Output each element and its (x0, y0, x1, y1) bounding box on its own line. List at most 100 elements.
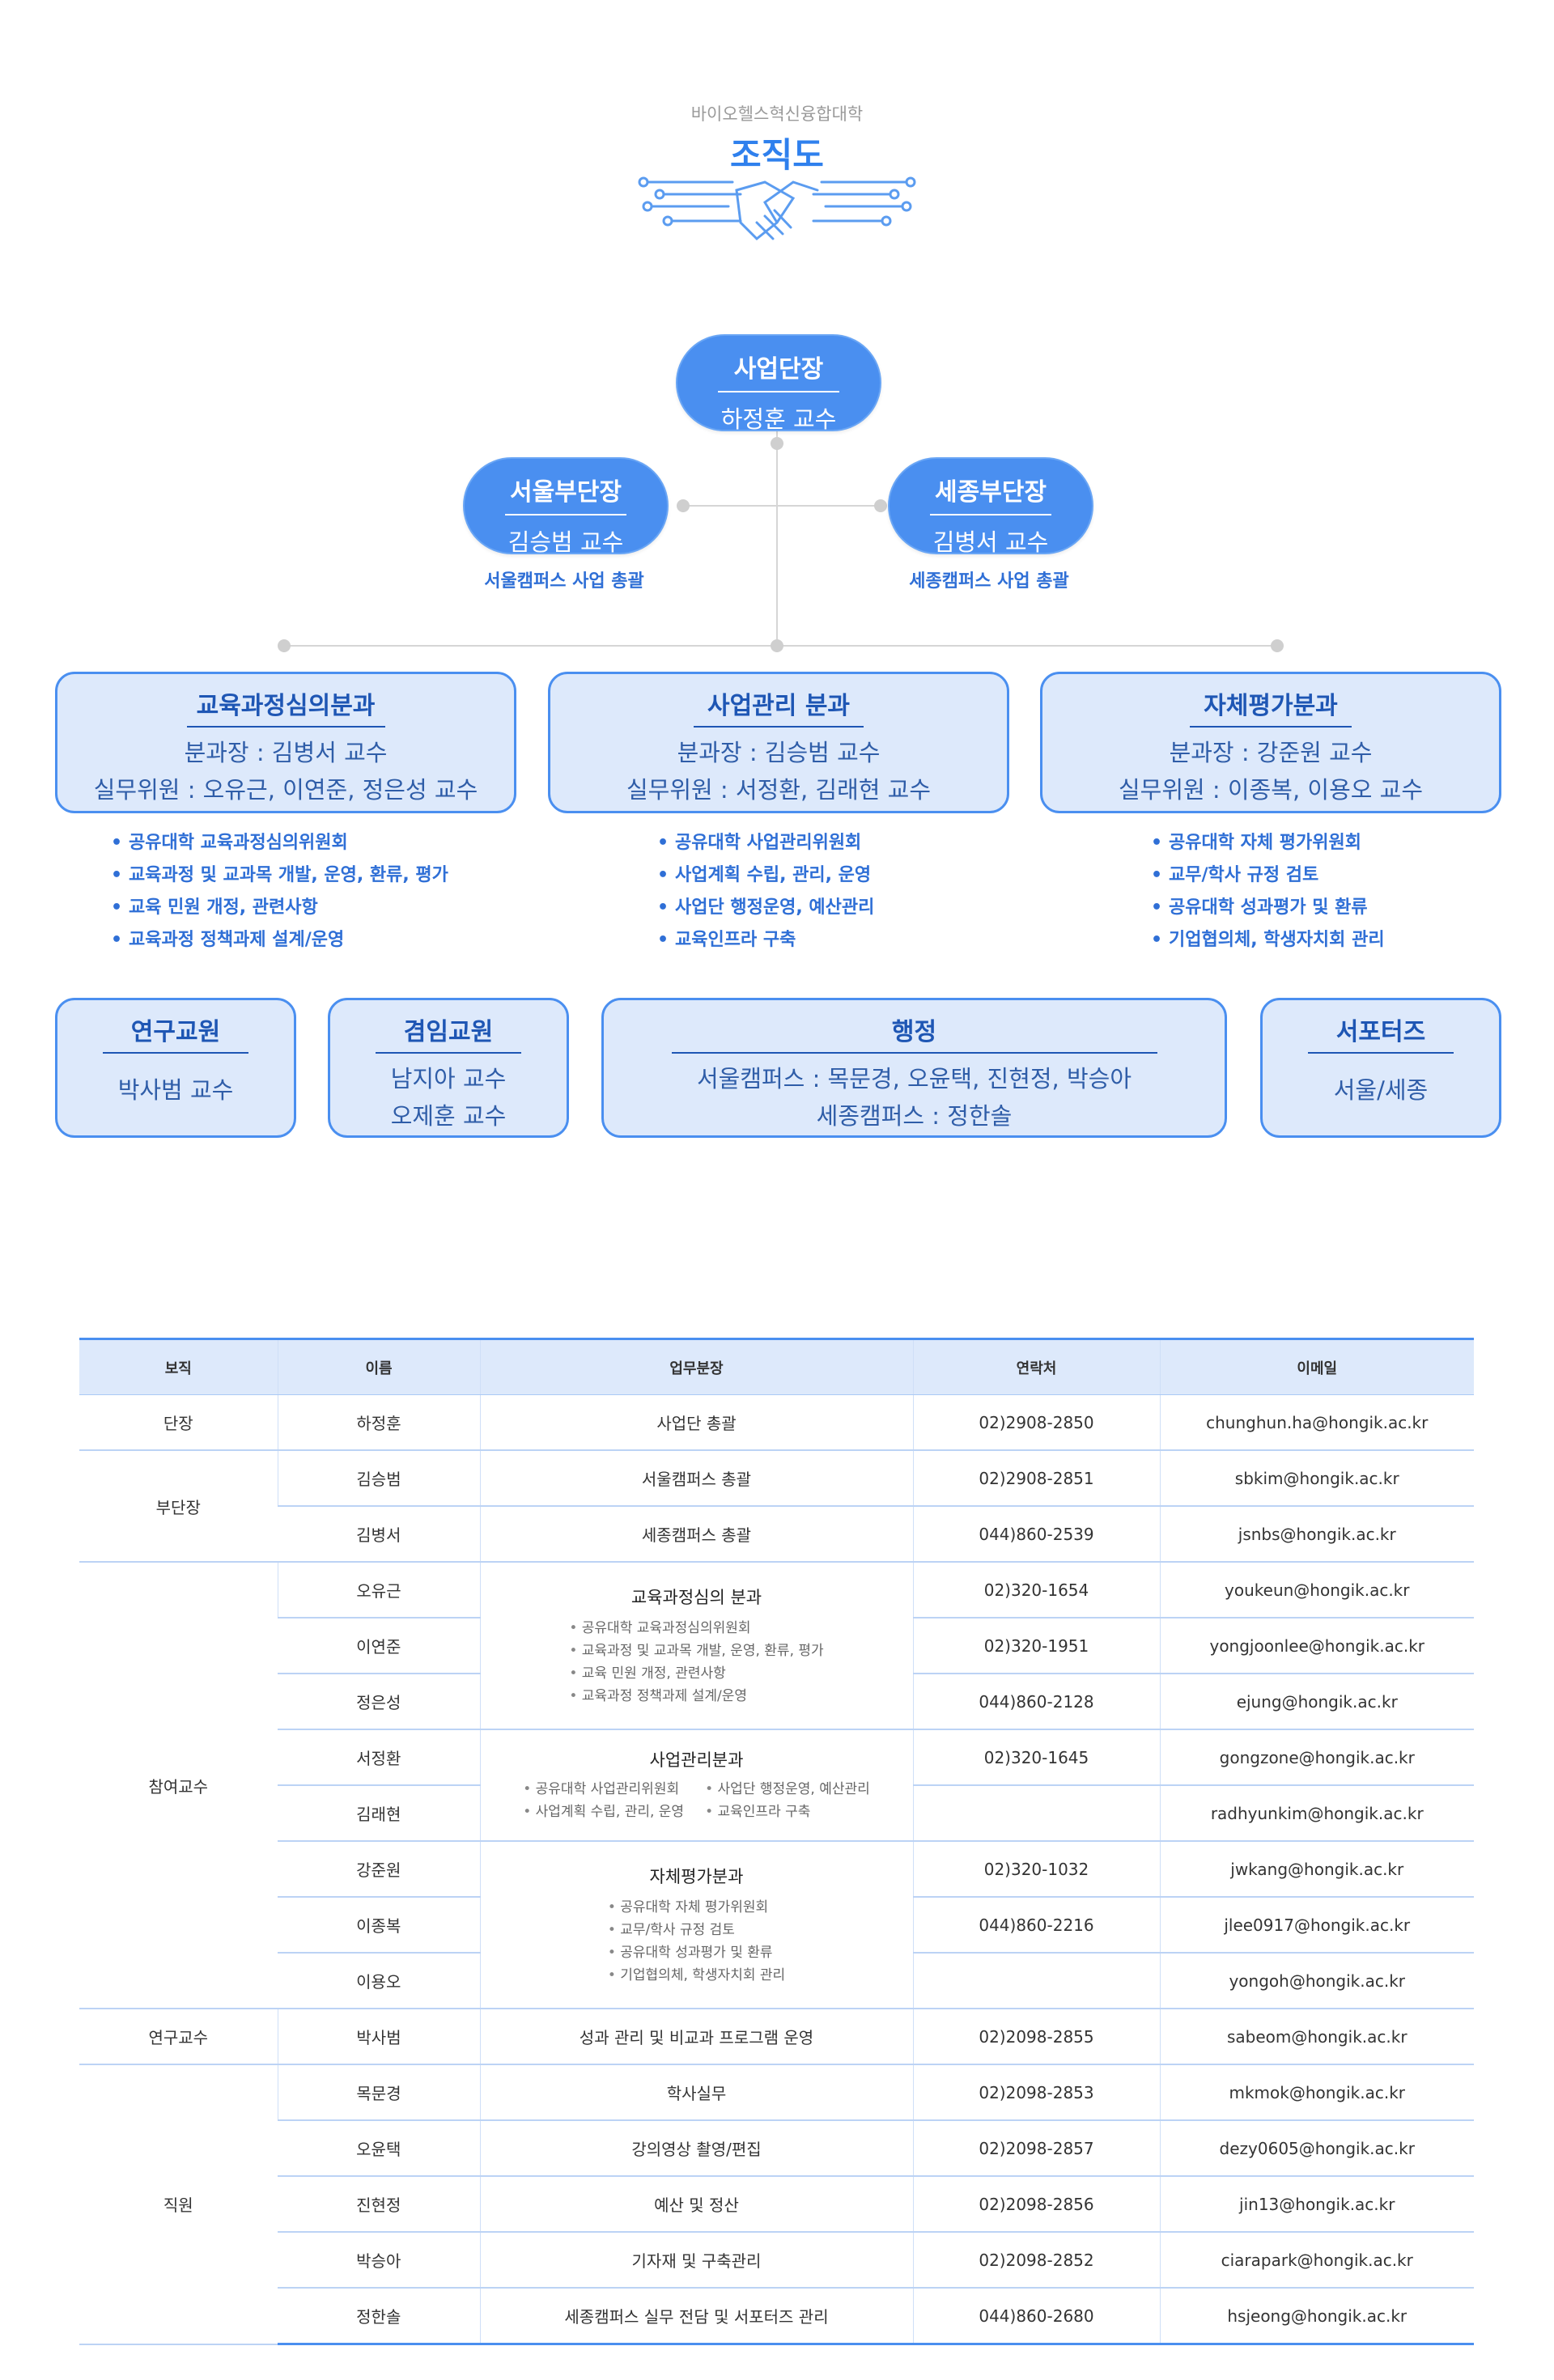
connector-vertical (776, 409, 778, 647)
column-header: 이름 (277, 1338, 480, 1395)
email-cell: jwkang@hongik.ac.kr (1159, 1841, 1474, 1898)
phone-cell: 02)2908-2850 (912, 1394, 1160, 1451)
division-tasks-curriculum: 공유대학 교육과정심의위원회 교육과정 및 교과목 개발, 운영, 환류, 평가… (111, 827, 448, 957)
divider (671, 1052, 1157, 1054)
email-cell: dezy0605@hongik.ac.kr (1159, 2120, 1474, 2177)
list-item: 공유대학 자체 평가위원회 (1151, 827, 1385, 859)
column-header: 연락처 (912, 1338, 1160, 1395)
name-cell: 목문경 (277, 2064, 480, 2121)
box-administration: 행정 서울캠퍼스 : 목문경, 오윤택, 진현정, 박승아 세종캠퍼스 : 정한… (601, 998, 1227, 1138)
name-cell: 이종복 (278, 1897, 480, 1954)
phone-cell: 02)2098-2857 (912, 2120, 1160, 2177)
email-cell: ejung@hongik.ac.kr (1159, 1674, 1474, 1730)
email-cell: sabeom@hongik.ac.kr (1159, 2009, 1474, 2065)
division-box-curriculum: 교육과정심의분과 분과장 : 김병서 교수 실무위원 : 오유근, 이연준, 정… (55, 672, 516, 813)
duty-cell: 기자재 및 구축관리 (479, 2232, 913, 2289)
table-row: 정은성 044)860-2128 ejung@hongik.ac.kr (79, 1674, 1474, 1730)
head-node: 사업단장 하정훈 교수 (676, 334, 881, 433)
email-cell: yongjoonlee@hongik.ac.kr (1159, 1618, 1474, 1674)
connector-dot (1271, 639, 1284, 652)
division-title: 자체평가분과 (1204, 692, 1338, 720)
duty-title: 사업관리분과 (649, 1750, 744, 1770)
role-cell: 부단장 (79, 1450, 278, 1563)
connector-dot (771, 639, 783, 652)
phone-cell: 02)2098-2852 (912, 2232, 1160, 2289)
phone-cell: 044)860-2128 (912, 1674, 1160, 1730)
deputy-seoul-desc: 서울캠퍼스 사업 총괄 (484, 571, 644, 592)
table-row: 단장 하정훈 사업단 총괄 02)2908-2850 chunghun.ha@h… (79, 1394, 1474, 1451)
division-box-management: 사업관리 분과 분과장 : 김승범 교수 실무위원 : 서정환, 김래현 교수 (548, 672, 1009, 813)
phone-cell: 044)860-2539 (912, 1506, 1160, 1563)
divider (186, 726, 385, 728)
name-cell: 김승범 (277, 1450, 480, 1507)
box-adjunct-faculty: 겸임교원 남지아 교수 오제훈 교수 (328, 998, 569, 1138)
phone-cell: 044)860-2216 (912, 1897, 1160, 1954)
handshake-circuit-icon (638, 176, 916, 241)
deputy-seoul-name: 김승범 교수 (507, 528, 624, 556)
name-cell: 강준원 (278, 1841, 480, 1898)
list-item: 사업계획 수립, 관리, 운영 (657, 859, 874, 892)
deputy-seoul-title: 서울부단장 (510, 478, 622, 507)
list-item: 교육 민원 개정, 관련사항 (569, 1662, 823, 1685)
email-cell: jsnbs@hongik.ac.kr (1159, 1506, 1474, 1563)
table-row: 박승아 기자재 및 구축관리 02)2098-2852 ciarapark@ho… (79, 2232, 1474, 2289)
box-line: 박사범 교수 (117, 1076, 234, 1104)
list-item: 교육과정 정책과제 설계/운영 (111, 924, 448, 957)
table-row: 오윤택 강의영상 촬영/편집 02)2098-2857 dezy0605@hon… (79, 2120, 1474, 2177)
column-header: 업무분장 (479, 1338, 913, 1395)
division-tasks-management: 공유대학 사업관리위원회 사업계획 수립, 관리, 운영 사업단 행정운영, 예… (657, 827, 874, 957)
name-cell: 김래현 (278, 1785, 480, 1842)
deputy-sejong-title: 세종부단장 (935, 478, 1047, 507)
division-head: 분과장 : 김병서 교수 (184, 739, 388, 766)
role-cell: 연구교수 (79, 2009, 278, 2065)
list-item: 교육 민원 개정, 관련사항 (111, 892, 448, 924)
connector-dot (771, 437, 783, 450)
name-cell: 하정훈 (277, 1394, 480, 1451)
duty-cell: 세종캠퍼스 총괄 (479, 1506, 913, 1563)
connector-deputies (684, 505, 882, 507)
email-cell: yongoh@hongik.ac.kr (1159, 1953, 1474, 2009)
division-tasks-evaluation: 공유대학 자체 평가위원회 교무/학사 규정 검토 공유대학 성과평가 및 환류… (1151, 827, 1385, 957)
name-cell: 이용오 (278, 1953, 480, 2009)
head-name: 하정훈 교수 (720, 405, 837, 433)
role-cell: 참여교수 (79, 1562, 278, 2009)
table-row: 부단장 김승범 서울캠퍼스 총괄 02)2908-2851 sbkim@hong… (79, 1450, 1474, 1563)
staff-table: 보직 이름 업무분장 연락처 이메일 단장 하정훈 사업단 총괄 02)2908… (79, 1338, 1474, 2345)
table-header-row: 보직 이름 업무분장 연락처 이메일 (79, 1338, 1474, 1395)
list-item: 공유대학 사업관리위원회 (523, 1778, 684, 1801)
name-cell: 오윤택 (278, 2120, 480, 2177)
list-item: 교무/학사 규정 검토 (608, 1919, 785, 1941)
divider (103, 1052, 248, 1054)
duty-cell: 서울캠퍼스 총괄 (479, 1450, 913, 1507)
list-item: 공유대학 자체 평가위원회 (608, 1896, 785, 1919)
duty-cell: 성과 관리 및 비교과 프로그램 운영 (479, 2009, 913, 2065)
divider (505, 514, 626, 515)
duty-cell-management: 사업관리분과 공유대학 사업관리위원회 사업단 행정운영, 예산관리 사업계획 … (479, 1729, 913, 1842)
list-item: 사업단 행정운영, 예산관리 (657, 892, 874, 924)
list-item: 교육과정 및 교과목 개발, 운영, 환류, 평가 (111, 859, 448, 892)
head-title: 사업단장 (733, 355, 824, 384)
duty-cell: 강의영상 촬영/편집 (479, 2120, 913, 2177)
list-item: 교육인프라 구축 (657, 924, 874, 957)
email-cell: jin13@hongik.ac.kr (1159, 2176, 1474, 2233)
phone-cell: 02)2098-2853 (912, 2064, 1160, 2121)
connector-dot (677, 499, 690, 512)
table-row: 연구교수 박사범 성과 관리 및 비교과 프로그램 운영 02)2098-285… (79, 2009, 1474, 2065)
list-item: 기업협의체, 학생자치회 관리 (608, 1964, 785, 1987)
divider (694, 726, 864, 728)
email-cell: mkmok@hongik.ac.kr (1159, 2064, 1474, 2121)
name-cell: 정한솔 (278, 2288, 480, 2345)
duty-cell-curriculum: 교육과정심의 분과 공유대학 교육과정심의위원회 교육과정 및 교과목 개발, … (479, 1562, 913, 1730)
division-title: 교육과정심의분과 (196, 692, 376, 720)
box-line: 서울/세종 (1333, 1076, 1429, 1104)
division-members: 실무위원 : 서정환, 김래현 교수 (626, 776, 932, 804)
table-row: 진현정 예산 및 정산 02)2098-2856 jin13@hongik.ac… (79, 2176, 1474, 2233)
email-cell: hsjeong@hongik.ac.kr (1159, 2288, 1474, 2345)
list-item: 사업계획 수립, 관리, 운영 (523, 1801, 684, 1823)
duty-cell: 학사실무 (479, 2064, 913, 2121)
email-cell: sbkim@hongik.ac.kr (1159, 1450, 1474, 1507)
email-cell: jlee0917@hongik.ac.kr (1159, 1897, 1474, 1954)
email-cell: radhyunkim@hongik.ac.kr (1159, 1785, 1474, 1842)
box-title: 서포터즈 (1335, 1018, 1426, 1046)
phone-cell (912, 1953, 1160, 2009)
